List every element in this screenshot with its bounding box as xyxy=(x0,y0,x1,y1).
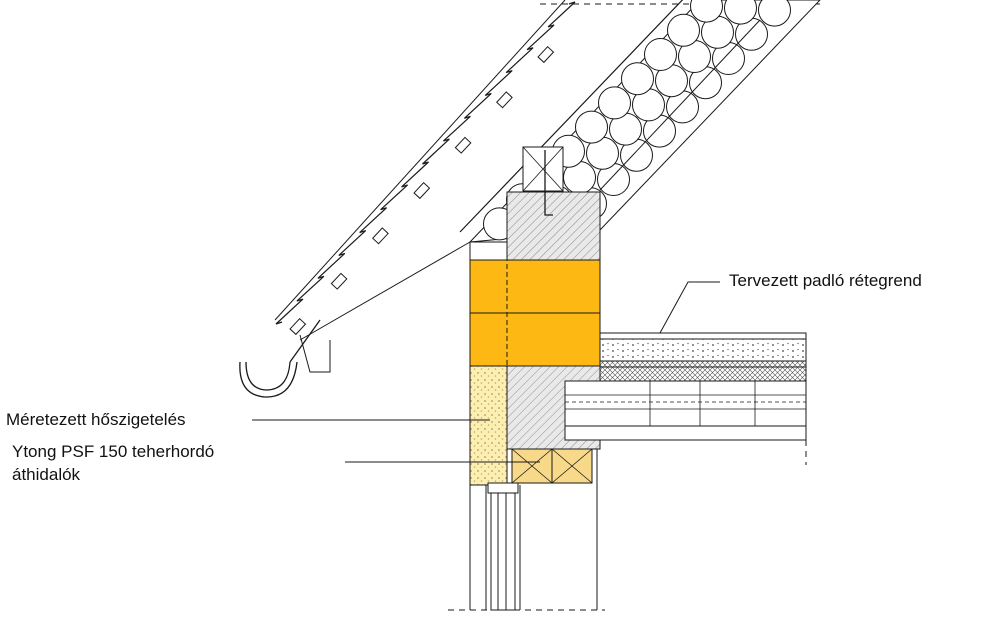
insulation-roll xyxy=(690,0,723,23)
gutter-inner xyxy=(245,361,291,391)
insulation-roll xyxy=(621,62,654,96)
roof-tiles xyxy=(275,1,576,325)
floor-buildup xyxy=(564,332,807,441)
roof-batten xyxy=(413,181,431,200)
roof-membrane xyxy=(459,0,684,233)
floor-fill-layer xyxy=(599,366,807,382)
floor-screed xyxy=(599,338,807,362)
roof-inner-line xyxy=(599,19,761,191)
roof-batten xyxy=(330,272,348,290)
anchor-bolt xyxy=(544,150,553,216)
roof-batten xyxy=(496,91,513,109)
insulation-roll xyxy=(598,86,631,120)
roof-batten xyxy=(454,136,472,154)
ceiling-layer xyxy=(564,425,807,441)
lintel-label-line2: áthidalók xyxy=(12,465,81,484)
gutter-bracket xyxy=(289,319,321,363)
floor-slab xyxy=(564,380,807,427)
insulation-roll xyxy=(575,110,608,144)
timber-plate-cross-2 xyxy=(522,146,564,192)
insulation-label: Méretezett hőszigetelés xyxy=(6,410,186,429)
top-concrete-block xyxy=(506,191,601,261)
roof-batten xyxy=(537,45,555,64)
eave-soffit-line xyxy=(299,241,471,341)
lintel-label-line1: Ytong PSF 150 teherhordó xyxy=(12,442,215,461)
insulation-roll xyxy=(644,38,677,71)
roof-batten xyxy=(289,317,307,336)
insulation-roll xyxy=(758,0,791,27)
window-frame xyxy=(487,482,519,611)
floor-layers-leader xyxy=(659,281,720,334)
eave-board xyxy=(299,334,331,373)
insulation-roll xyxy=(724,0,757,25)
floor-impact-insulation xyxy=(599,360,807,368)
window-profile xyxy=(490,492,516,611)
roof-batten xyxy=(372,227,389,245)
insulation-roll xyxy=(667,13,700,47)
ytong-lintels xyxy=(511,448,593,484)
roof-tile-underside xyxy=(274,0,566,321)
window-head xyxy=(487,482,519,494)
roof-battens xyxy=(289,45,555,336)
wall-top-insulation xyxy=(469,241,508,261)
floor-finish xyxy=(599,332,807,340)
floor-layers-label: Tervezett padló rétegrend xyxy=(729,271,922,290)
gutter xyxy=(239,319,321,398)
gutter-outer xyxy=(239,361,298,398)
sized-thermal-insulation xyxy=(469,365,508,486)
leader-lines xyxy=(252,281,720,463)
